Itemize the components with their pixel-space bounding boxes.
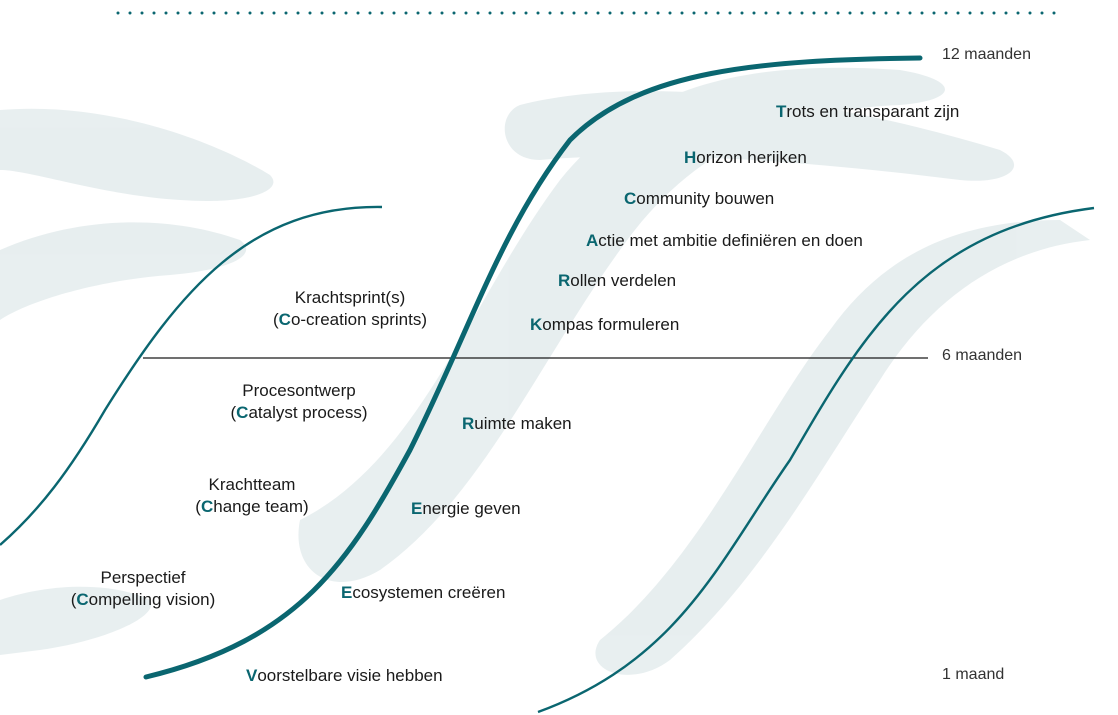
- time-label-1-month: 1 maand: [942, 666, 1005, 683]
- step-community-bouwen: Community bouwen: [624, 189, 775, 208]
- brush-stroke-left-middle: [0, 222, 247, 320]
- step-ecosystemen-creeren: Ecosystemen creëren: [341, 583, 506, 602]
- step-trots-en-transparant: Trots en transparant zijn: [776, 102, 960, 121]
- brush-stroke-top-right: [504, 91, 1015, 181]
- step-kompas-formuleren: Kompas formuleren: [530, 315, 680, 334]
- phase-label-title: Perspectief: [100, 568, 186, 587]
- phase-label-subtitle: (Catalyst process): [230, 403, 368, 422]
- step-actie-met-ambitie: Actie met ambitie definiëren en doen: [586, 231, 863, 250]
- phase-label-krachtsprint: Krachtsprint(s) (Co-creation sprints): [273, 287, 427, 331]
- phase-label-title: Krachtsprint(s): [294, 288, 406, 307]
- brush-stroke-left-top: [0, 108, 274, 201]
- curve-right: [537, 206, 1095, 714]
- time-label-6-months: 6 maanden: [942, 347, 1023, 364]
- background-brush-strokes: [0, 67, 1090, 675]
- phase-label-perspectief: Perspectief (Compelling vision): [71, 567, 216, 611]
- phase-label-procesontwerp: Procesontwerp (Catalyst process): [231, 380, 368, 424]
- brush-stroke-right-wave: [595, 220, 1090, 675]
- brush-stroke-center-wave: [298, 67, 945, 582]
- brush-stroke-left-bottom: [0, 586, 152, 655]
- phase-label-subtitle: (Compelling vision): [70, 590, 216, 609]
- step-energie-geven: Energie geven: [411, 499, 521, 518]
- step-rollen-verdelen: Rollen verdelen: [558, 271, 677, 290]
- phase-label-subtitle: (Co-creation sprints): [272, 310, 428, 329]
- step-horizon-herijken: Horizon herijken: [684, 148, 807, 167]
- phase-label-title: Krachtteam: [208, 475, 296, 494]
- time-label-12-months: 12 maanden: [942, 46, 1031, 63]
- step-voorstelbare-visie: Voorstelbare visie hebben: [246, 666, 443, 685]
- phase-label-title: Procesontwerp: [242, 381, 356, 400]
- curve-left: [0, 205, 383, 546]
- phase-label-subtitle: (Change team): [195, 497, 309, 516]
- curve-main: [143, 55, 923, 680]
- phase-label-krachtteam: Krachtteam (Change team): [195, 474, 308, 518]
- step-ruimte-maken: Ruimte maken: [462, 414, 572, 433]
